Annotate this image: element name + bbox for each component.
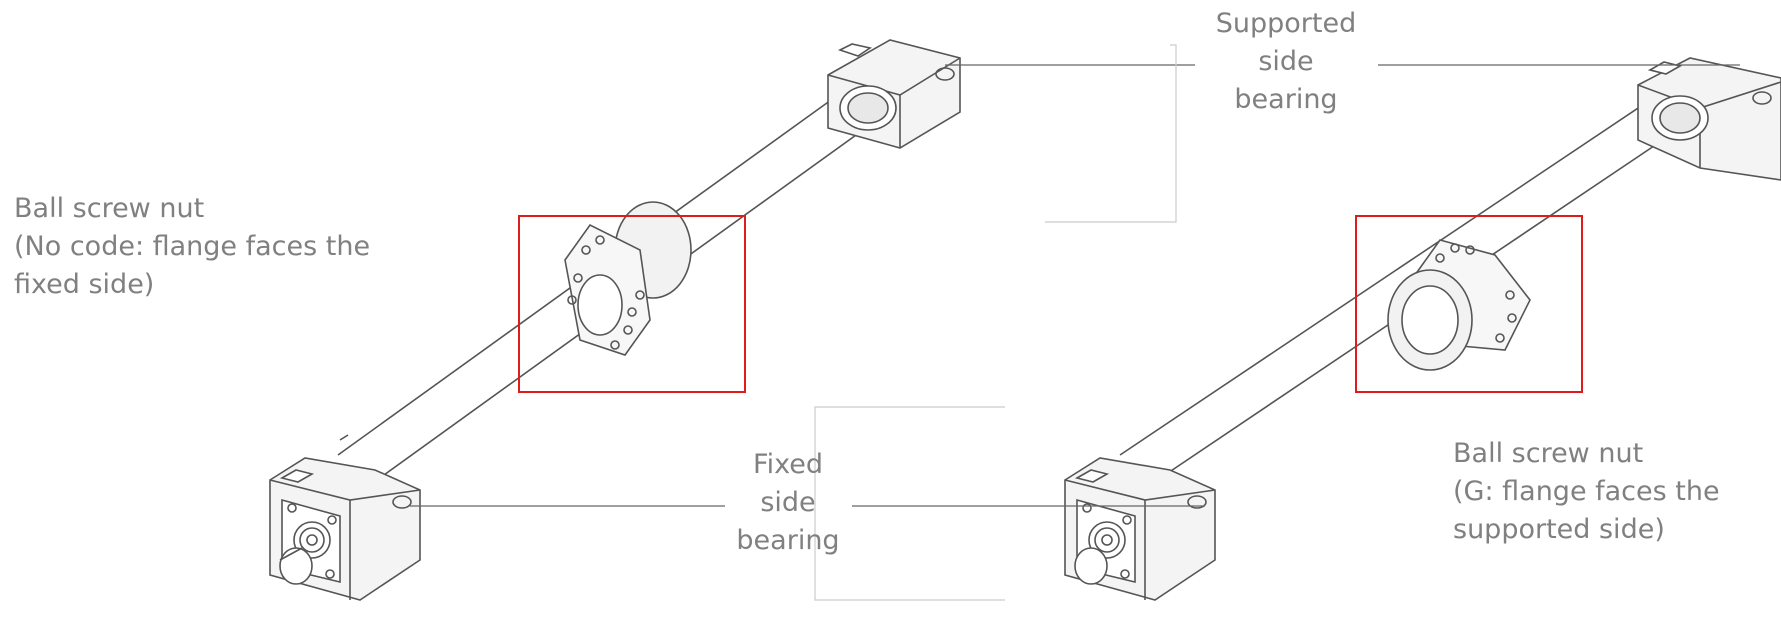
left-assembly [269,39,961,601]
right-nut-label: Ball screw nut (G: flange faces the supp… [1453,435,1720,549]
supported-bearing-label-line1: Supported [1215,8,1357,39]
fixed-bearing-label-line3: bearing [736,525,840,556]
right-nut-label-line2: (G: flange faces the [1453,476,1720,507]
left-nut-highlight-box [518,215,746,393]
left-fixed-bearing-block [269,457,421,601]
right-nut-label-line1: Ball screw nut [1453,438,1644,469]
left-nut-label: Ball screw nut (No code: flange faces th… [14,190,370,304]
fixed-bearing-label-line2: side [760,487,816,518]
right-nut-label-line3: supported side) [1453,514,1665,545]
fixed-bearing-label: Fixed side bearing [718,446,858,560]
supported-bearing-label-line3: bearing [1234,84,1338,115]
supported-bearing-label: Supported side bearing [1186,5,1386,119]
right-fixed-bearing-block [1064,457,1216,601]
leader-lines [410,44,1740,601]
right-assembly [1064,57,1781,601]
left-ball-screw-nut [564,201,692,356]
left-supported-bearing-block [827,39,961,149]
right-supported-bearing-block [1637,57,1781,181]
supported-bracket [1045,44,1177,223]
left-nut-label-line2: (No code: flange faces the [14,231,371,262]
fixed-bracket [814,406,1005,601]
supported-bearing-label-line2: side [1258,46,1314,77]
right-ball-screw-nut [1387,239,1531,371]
left-nut-label-line3: fixed side) [14,269,155,300]
fixed-bearing-label-line1: Fixed [753,449,823,480]
right-nut-highlight-box [1355,215,1583,393]
left-nut-label-line1: Ball screw nut [14,193,205,224]
